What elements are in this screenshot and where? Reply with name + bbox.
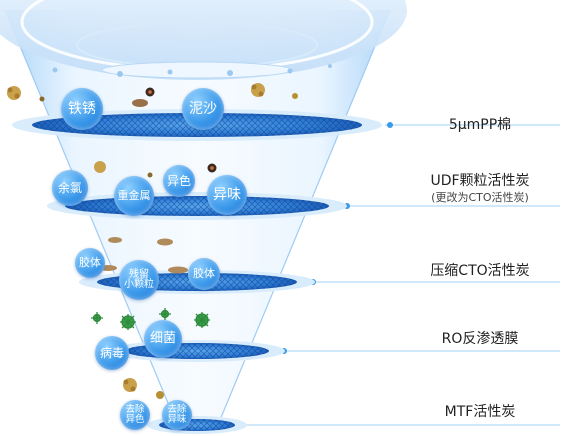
bubble-colloid-left: 胶体 [75, 248, 105, 278]
water-surface [101, 61, 293, 79]
bubble-virus: 病毒 [95, 336, 129, 370]
bubble-residual-chlorine: 余氯 [52, 170, 88, 206]
stage-label-compressed-cto: 压缩CTO活性炭 [430, 263, 530, 279]
stage-label-udf-carbon: UDF颗粒活性炭 [430, 173, 530, 189]
leader-lines [235, 124, 560, 426]
water-droplets [52, 64, 332, 77]
funnel-edge-left [4, 9, 181, 433]
impurity-particles [7, 83, 298, 399]
bubble-color: 异色 [163, 165, 195, 197]
stage-label-pp-cotton: 5μmPP棉 [448, 117, 512, 133]
bubble-sand: 泥沙 [182, 88, 224, 130]
bubble-rust: 铁锈 [61, 88, 103, 130]
stage-note-cto-change: (更改为CTO活性炭) [431, 191, 529, 204]
bubble-residual-particles: 残留 小颗粒 [119, 260, 159, 300]
filter-disc-4 [109, 340, 285, 362]
bubble-heavy-metal: 重金属 [114, 176, 154, 216]
bubble-bacteria: 细菌 [144, 320, 182, 358]
filter-disc-2 [47, 192, 347, 220]
bubble-remove-color: 去除 异色 [120, 400, 150, 430]
microbes [91, 308, 210, 330]
bubble-colloid-right: 胶体 [188, 258, 220, 290]
funnel-edge-right [214, 9, 391, 433]
stage-label-ro-membrane: RO反渗透膜 [441, 331, 519, 347]
stage-label-mtf-carbon: MTF活性炭 [444, 404, 516, 420]
bubble-odor: 异味 [207, 175, 247, 215]
bubble-remove-odor: 去除 异味 [162, 400, 192, 430]
